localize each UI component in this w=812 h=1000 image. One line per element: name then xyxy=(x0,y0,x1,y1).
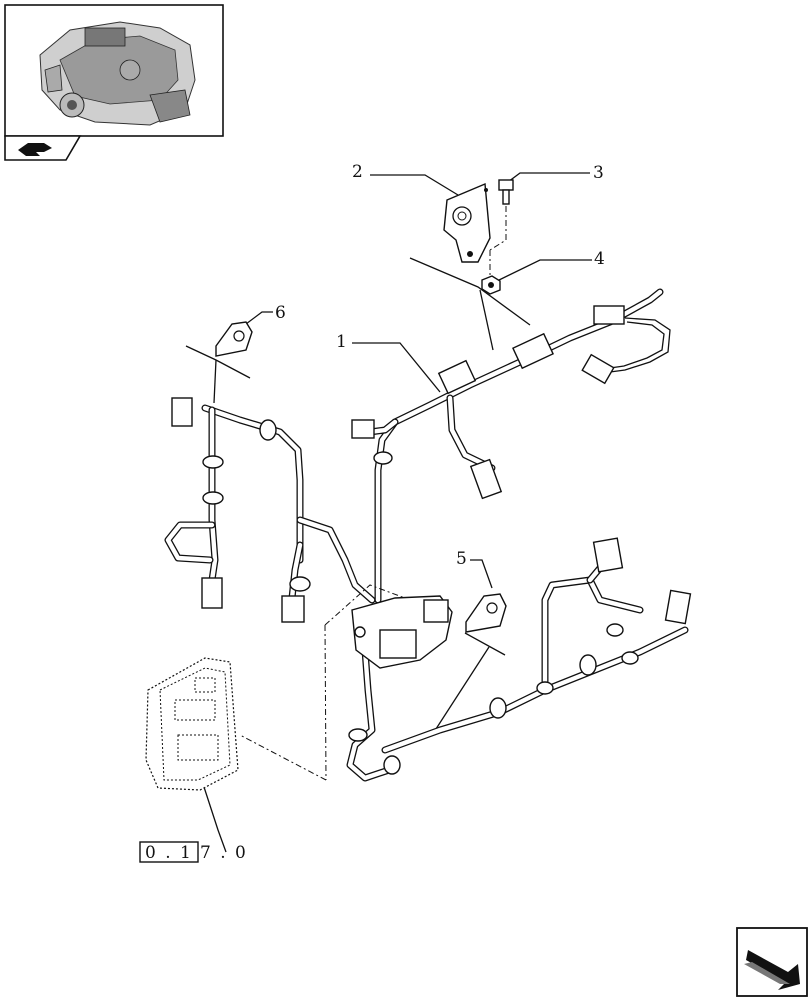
callout-2: 2 xyxy=(352,162,363,182)
clip-5 xyxy=(465,593,507,633)
nut xyxy=(481,250,501,295)
reference-boxed: 0 . 1 xyxy=(145,843,193,863)
hand-pointer-icon[interactable] xyxy=(4,135,82,161)
callout-4: 4 xyxy=(594,249,605,269)
next-page-arrow-icon[interactable] xyxy=(736,927,808,997)
callout-leaders xyxy=(185,172,592,853)
projection-lines xyxy=(239,584,406,781)
ecu-module xyxy=(145,657,239,791)
callout-3: 3 xyxy=(593,163,604,183)
bolt xyxy=(489,179,514,251)
mounting-bracket xyxy=(443,182,491,263)
engine-thumbnail-icon[interactable] xyxy=(4,4,224,137)
reference-rest: 7 . 0 xyxy=(200,843,248,863)
reference-code[interactable]: 0 . 1 7 . 0 xyxy=(139,841,248,863)
harness-clips xyxy=(202,419,639,775)
harness-connectors xyxy=(171,305,692,669)
clip-6 xyxy=(215,321,253,357)
callout-5: 5 xyxy=(456,549,467,569)
callout-1: 1 xyxy=(336,332,347,352)
callout-6: 6 xyxy=(275,303,286,323)
